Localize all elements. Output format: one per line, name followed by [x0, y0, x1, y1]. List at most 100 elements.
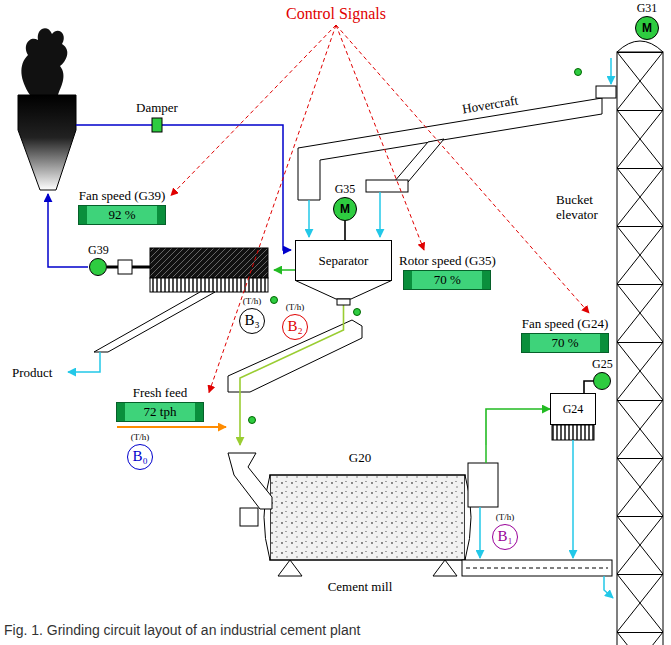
fines-flow: [274, 269, 295, 271]
mill-discharge: [479, 507, 481, 558]
part-label: Hovercraft: [461, 92, 519, 117]
screw-conveyor: [462, 560, 612, 576]
part-label: Bucket elevator: [556, 192, 614, 222]
part-label: Product: [12, 365, 52, 381]
filter-label: G24: [557, 394, 589, 424]
motor-letter: M: [636, 17, 658, 39]
setpoint-display: Fresh feed 72 tph: [116, 385, 204, 422]
setpoint-display: Fan speed (G39) 92 %: [78, 188, 166, 225]
display-bar: 72 tph: [116, 402, 204, 422]
weigher-id: B₃: [240, 309, 264, 332]
elevator-feed: [604, 576, 613, 598]
cyclone: [18, 95, 76, 190]
mill-inlet: [228, 453, 272, 509]
filter-box: G24: [550, 393, 596, 425]
unit-label: (T/h): [239, 296, 265, 307]
weigher-id: B₁: [493, 525, 517, 548]
motor-circle: M: [635, 16, 659, 40]
unit-label: (T/h): [282, 302, 308, 313]
display-caption: Rotor speed (G35): [399, 253, 496, 268]
weigher-circle: (T/h) B₁: [492, 512, 518, 550]
display-bar: 70 %: [403, 270, 491, 290]
fresh-feed-flow: [117, 426, 226, 428]
figure-caption: Fig. 1. Grinding circuit layout of an in…: [4, 622, 360, 638]
motor-tag: G35: [333, 183, 357, 196]
bucket-elevator: [617, 52, 663, 645]
flow-connector: [344, 221, 346, 240]
mill-outlet: [468, 463, 498, 507]
weigher-circle: (T/h) B₃: [239, 296, 265, 334]
motor-symbol: G31M: [635, 2, 659, 40]
flow-connector: [486, 409, 550, 445]
display-caption: Fan speed (G39): [78, 188, 166, 203]
fan-tag: G25: [592, 358, 613, 371]
sensor-dot: [354, 309, 361, 316]
display-value: 92 %: [79, 206, 165, 224]
unit-label: (T/h): [492, 512, 518, 523]
branch-elbow: [366, 180, 408, 192]
product-flow: [68, 352, 100, 372]
separator-shape: [295, 240, 392, 305]
elevator-discharge: [610, 58, 612, 84]
damper: [152, 118, 162, 132]
weigher-circle: (T/h) B₀: [127, 432, 153, 470]
flow-connector: [584, 381, 593, 393]
part-label: Damper: [136, 100, 178, 116]
cement-mill: G20Cement mill: [210, 445, 510, 595]
feed-flow: [379, 192, 381, 237]
separator-body: [296, 241, 392, 281]
mill-shell: [270, 475, 465, 560]
sensor-dot: [271, 297, 278, 304]
fan-tag: G39: [88, 244, 109, 257]
display-caption: Fresh feed: [116, 385, 204, 400]
weigher-id: B₀: [128, 445, 152, 468]
control-signal-line: [209, 25, 336, 393]
branch-chute: [394, 139, 444, 182]
mill-label: Cement mill: [210, 579, 510, 594]
display-caption: Fan speed (G24): [521, 316, 609, 331]
flow-connector: [240, 305, 344, 445]
signal-title: Control Signals: [286, 5, 386, 23]
motor-symbol: G35M: [333, 183, 357, 221]
fan-symbol: G39: [88, 244, 109, 276]
filter-hopper: [150, 278, 268, 292]
mill-trunnion: [240, 508, 258, 526]
display-bar: 70 %: [521, 333, 609, 353]
unit-label: (T/h): [127, 432, 153, 443]
fan-symbol: G25: [592, 358, 613, 390]
weigher-id: B₂: [283, 315, 307, 338]
separator-label: Separator: [295, 240, 392, 268]
mill-support: [433, 560, 457, 576]
sensor-dot: [249, 417, 256, 424]
display-value: 70 %: [404, 271, 490, 289]
fan-circle: [89, 258, 107, 276]
vent-line: [485, 445, 487, 463]
separator-outlet: [337, 299, 350, 305]
mill-tag: G20: [210, 450, 510, 465]
g24-filter: [552, 425, 594, 440]
weigher-ring: B₃: [239, 308, 265, 334]
gas-line: [76, 125, 291, 250]
motor-tag: G31: [635, 2, 659, 15]
fan-circle: [593, 372, 611, 390]
hovercraft-inlet: [596, 86, 616, 98]
display-value: 70 %: [522, 334, 608, 352]
setpoint-display: Rotor speed (G35) 70 %: [399, 253, 496, 290]
feed-flow: [308, 200, 310, 237]
display-bar: 92 %: [78, 205, 166, 225]
weigher-ring: B₂: [282, 314, 308, 340]
weigher-ring: B₁: [492, 524, 518, 550]
product-chute: [94, 292, 215, 352]
dust-return: [572, 440, 574, 558]
separator-cone: [296, 281, 392, 300]
control-signal-line: [171, 25, 336, 196]
hovercraft-trough: [298, 98, 602, 200]
elevator-head: [617, 41, 663, 52]
sensor-dot: [575, 69, 582, 76]
dust-plume: [21, 28, 67, 95]
motor-circle: M: [333, 197, 357, 221]
setpoint-display: Fan speed (G24) 70 %: [521, 316, 609, 353]
mill-support: [278, 560, 302, 576]
motor-letter: M: [334, 198, 356, 220]
